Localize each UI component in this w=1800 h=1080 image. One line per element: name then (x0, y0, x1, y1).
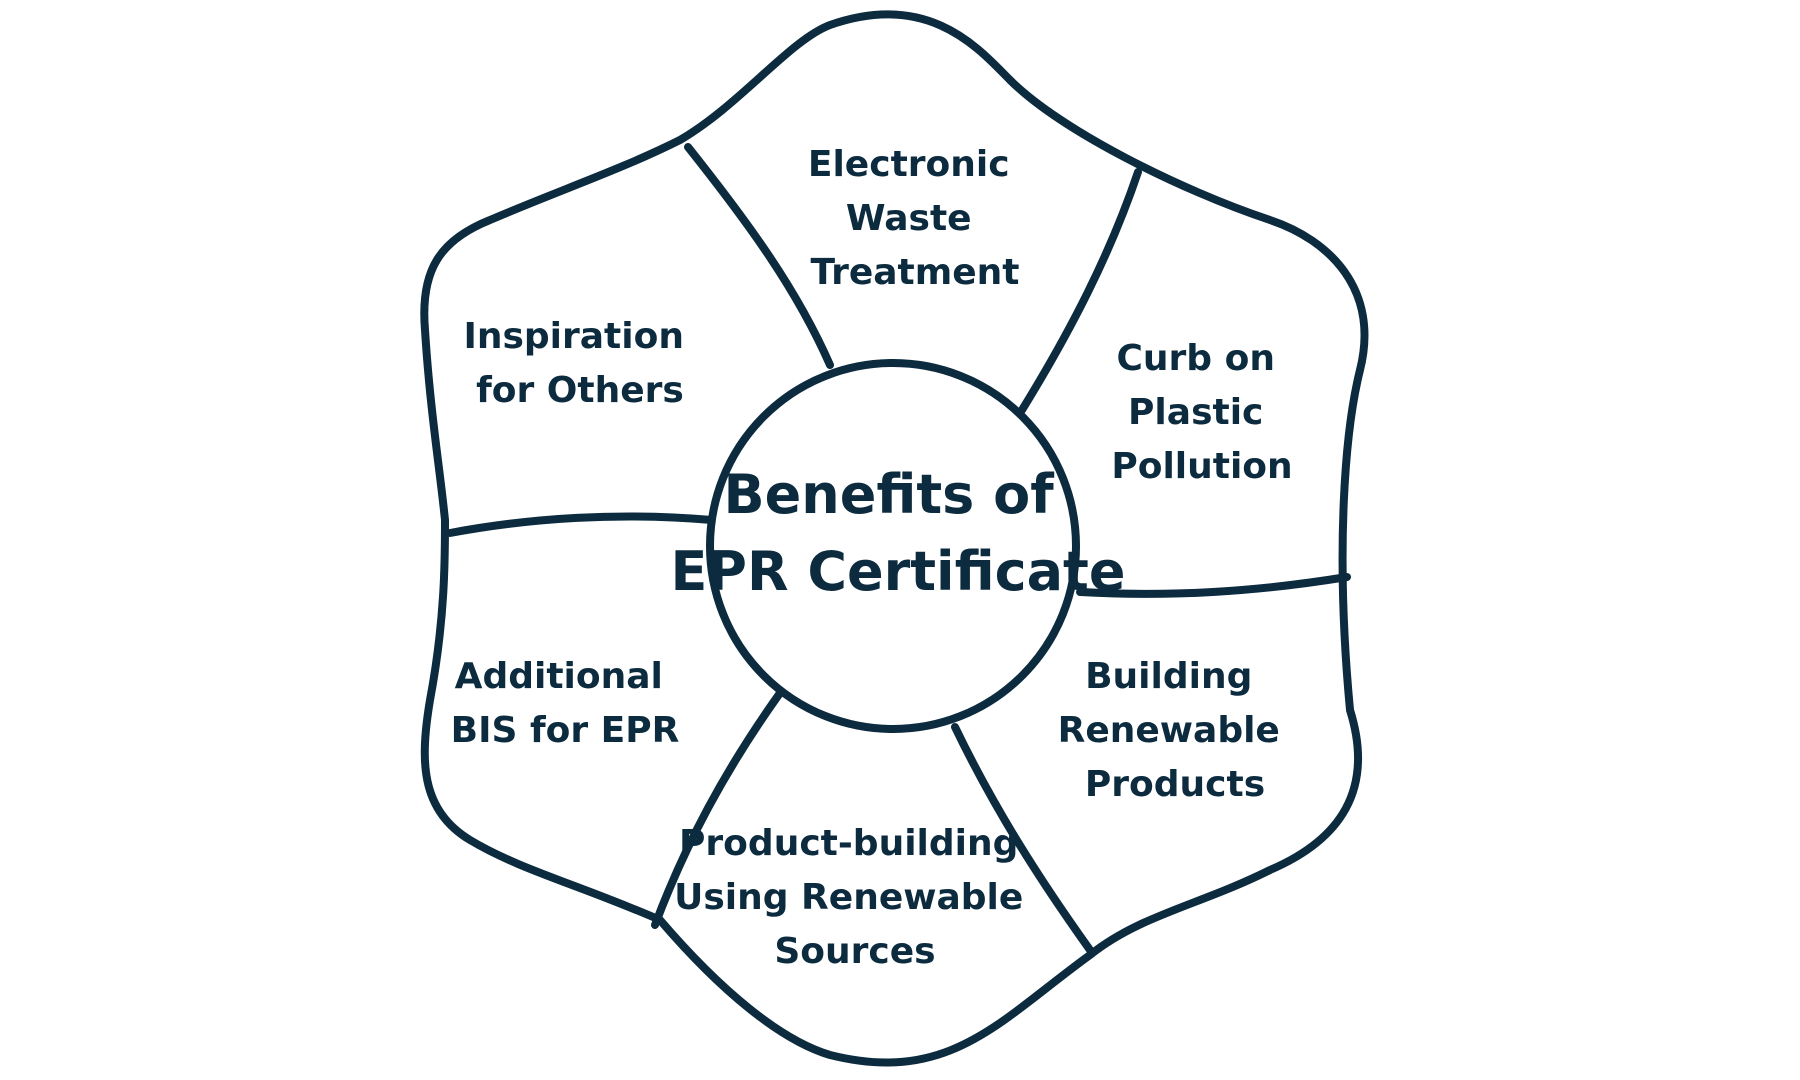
segment-line: Sources (774, 931, 935, 972)
segment-line: Using Renewable (674, 877, 1023, 918)
outer-boundary (420, 10, 1369, 1067)
segment-line: Treatment (810, 252, 1019, 293)
segment-line: Pollution (1111, 446, 1292, 487)
segment-line: Renewable (1058, 710, 1280, 751)
segment-line: Waste (846, 198, 972, 239)
segment-line: Additional (455, 656, 663, 697)
center-title-line-1: Benefits of (723, 463, 1054, 526)
segment-line: Inspiration (463, 316, 684, 357)
segment-additional-bis-for-epr: Additional BIS for EPR (451, 656, 680, 751)
segment-line: Curb on (1116, 338, 1274, 379)
segment-curb-on-plastic-pollution: Curb on Plastic Pollution (1111, 338, 1292, 487)
center-title-line-2: EPR Certificate (671, 540, 1126, 603)
segment-line: Product-building (679, 823, 1018, 864)
divider-bottom-right (951, 723, 1094, 954)
divider-top-left (684, 143, 834, 369)
divider-bottom-left (651, 689, 784, 929)
segment-line: Products (1085, 764, 1265, 805)
segment-line: BIS for EPR (451, 710, 680, 751)
segment-product-building-renewable-sources: Product-building Using Renewable Sources (674, 823, 1036, 972)
divider-right (1076, 573, 1351, 598)
center-circle (706, 359, 1080, 733)
segment-line: Building (1085, 656, 1252, 697)
segment-line: Electronic (808, 144, 1010, 185)
divider-top-right (1018, 168, 1142, 414)
divider-left (446, 512, 716, 537)
segment-building-renewable-products: Building Renewable Products (1058, 656, 1293, 805)
segment-line: for Others (476, 370, 684, 411)
segment-line: Plastic (1128, 392, 1263, 433)
segment-electronic-waste-treatment: Electronic Waste Treatment (808, 144, 1022, 293)
segment-inspiration-for-others: Inspiration for Others (463, 316, 696, 411)
center-title: Benefits of EPR Certificate (671, 463, 1126, 603)
